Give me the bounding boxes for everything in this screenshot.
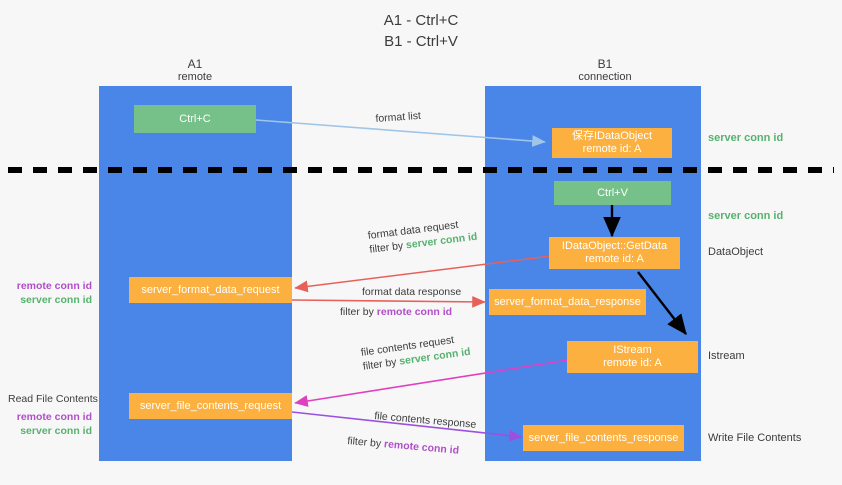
box-server-file-contents-request-label: server_file_contents_request xyxy=(139,399,282,412)
title-line-1: A1 - Ctrl+C xyxy=(383,12,459,29)
annotation-conn-ids-format: remote conn id server conn id xyxy=(0,279,92,307)
annotation-dataobject: DataObject xyxy=(708,246,764,258)
lane-header-b1-sub: connection xyxy=(578,71,632,83)
edge-label-format-data-response-filter: filter by remote conn id xyxy=(340,306,453,318)
annotation-server-conn-id-2: server conn id xyxy=(708,210,784,222)
lane-header-a1-sub: remote xyxy=(177,71,213,83)
arrow-file-contents-request xyxy=(294,359,569,407)
annotation-server-conn-id-1: server conn id xyxy=(708,132,784,144)
arrow-getdata-to-istream xyxy=(637,271,687,335)
box-ctrl-c[interactable]: Ctrl+C xyxy=(134,105,256,133)
box-save-idataobject-line2: remote id: A xyxy=(582,143,642,155)
lane-header-b1-name: B1 xyxy=(597,57,613,71)
annotation-istream: Istream xyxy=(708,350,745,362)
annotation-server-conn-id-4: server conn id xyxy=(20,425,92,437)
title-line-2: B1 - Ctrl+V xyxy=(384,33,458,50)
filter-value-remote-conn-id-1: remote conn id xyxy=(376,306,453,318)
box-ctrl-v-label: Ctrl+V xyxy=(597,186,628,199)
box-istream-line1: IStream xyxy=(613,344,652,356)
box-server-format-data-response-label: server_format_data_response xyxy=(494,295,641,308)
phase-divider xyxy=(8,167,834,173)
box-istream-line2: remote id: A xyxy=(603,357,662,369)
box-ctrl-v[interactable]: Ctrl+V xyxy=(554,181,671,205)
box-server-format-data-request-label: server_format_data_request xyxy=(141,283,280,296)
box-save-idataobject[interactable]: 保存IDataObject remote id: A xyxy=(552,128,672,158)
lane-header-a1: A1 remote xyxy=(130,58,260,84)
box-istream[interactable]: IStream remote id: A xyxy=(567,341,698,373)
annotation-remote-conn-id-2: remote conn id xyxy=(16,411,92,423)
box-getdata[interactable]: IDataObject::GetData remote id: A xyxy=(549,237,680,269)
annotation-remote-conn-id-1: remote conn id xyxy=(16,280,92,292)
diagram-title: A1 - Ctrl+C B1 - Ctrl+V xyxy=(0,10,842,52)
box-getdata-line2: remote id: A xyxy=(585,253,644,265)
box-server-format-data-response[interactable]: server_format_data_response xyxy=(489,289,646,315)
annotation-server-conn-id-3: server conn id xyxy=(20,294,92,306)
box-server-file-contents-request[interactable]: server_file_contents_request xyxy=(129,393,292,419)
edge-label-format-data-response-main: format data response xyxy=(362,286,462,298)
box-server-format-data-request[interactable]: server_format_data_request xyxy=(129,277,292,303)
box-server-file-contents-response-label: server_file_contents_response xyxy=(528,431,679,444)
edge-label-format-data-response: format data response xyxy=(362,285,461,299)
lane-header-b1: B1 connection xyxy=(540,58,670,84)
annotation-conn-ids-file: remote conn id server conn id xyxy=(0,410,92,438)
arrow-format-data-response xyxy=(291,295,486,308)
box-ctrl-c-label: Ctrl+C xyxy=(179,112,211,125)
arrow-file-contents-response xyxy=(291,411,523,442)
box-save-idataobject-line1: 保存IDataObject xyxy=(571,130,653,142)
annotation-read-file-contents: Read File Contents xyxy=(8,393,98,405)
lane-header-a1-name: A1 xyxy=(187,57,203,71)
annotation-write-file-contents: Write File Contents xyxy=(708,432,802,444)
arrow-format-data-request xyxy=(294,255,552,293)
arrow-format-list xyxy=(255,119,546,147)
box-getdata-line1: IDataObject::GetData xyxy=(561,240,668,252)
box-server-file-contents-response[interactable]: server_file_contents_response xyxy=(523,425,684,451)
